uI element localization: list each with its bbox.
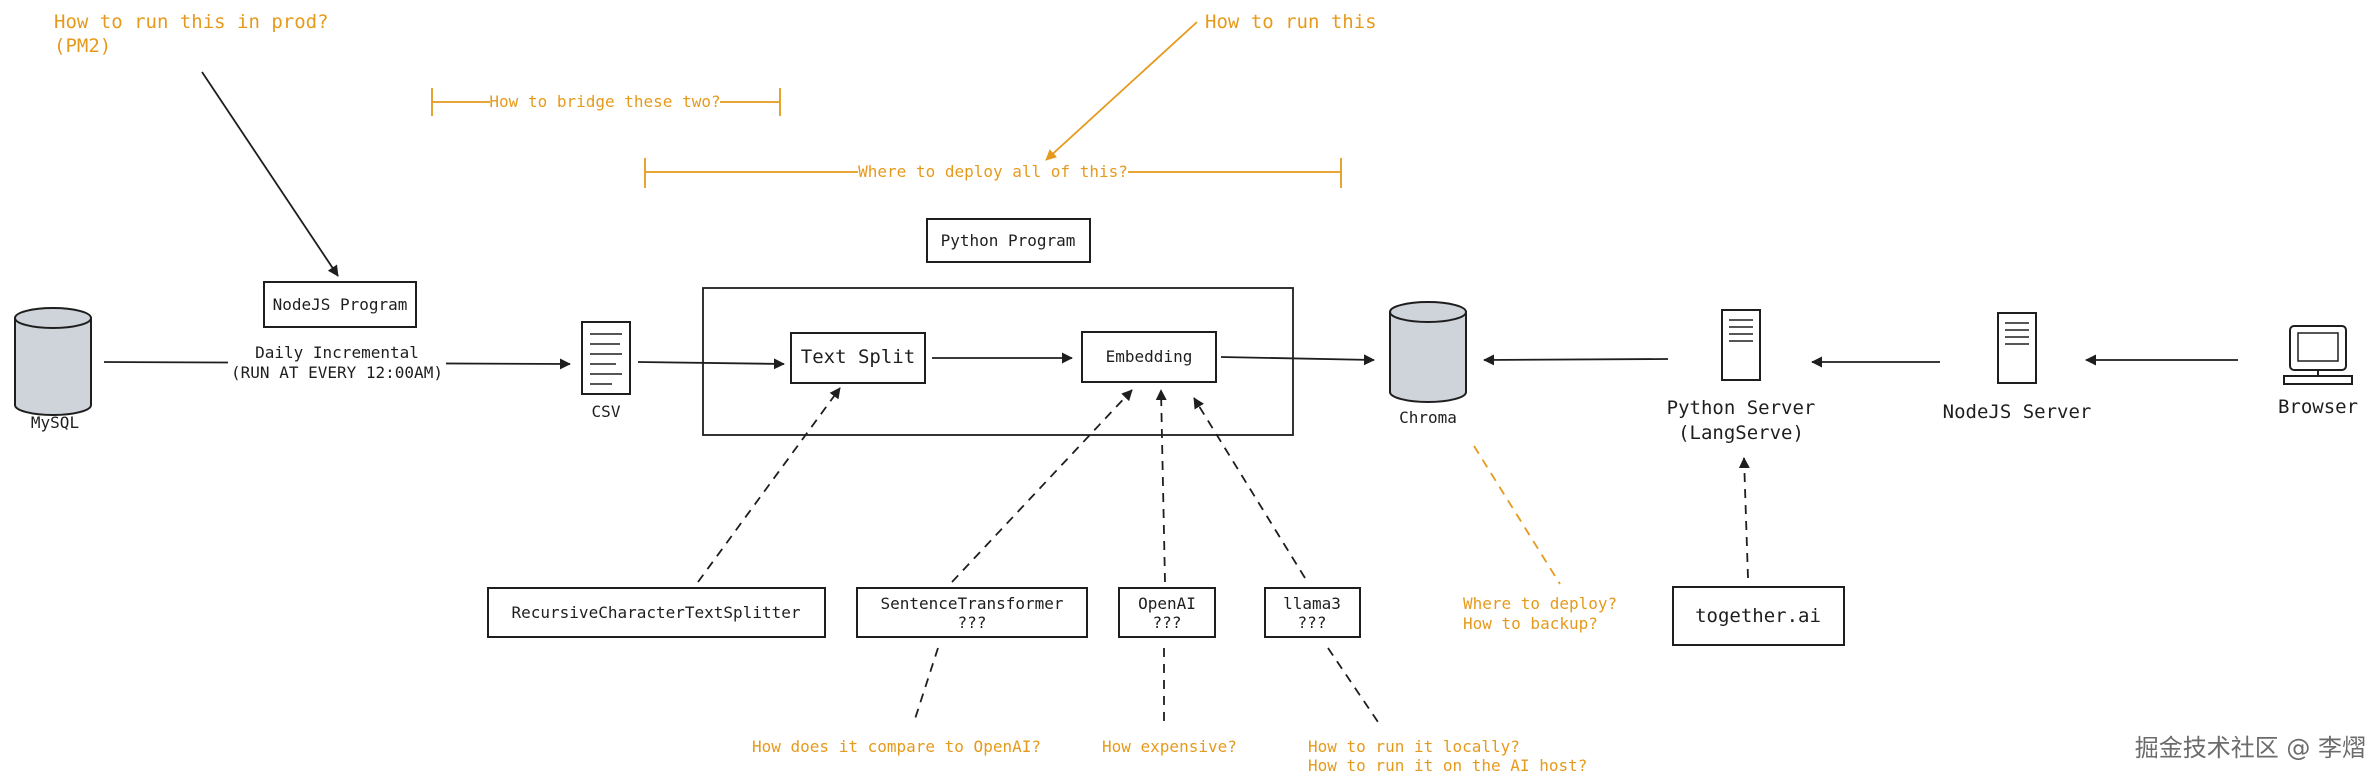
- embedding-label: Embedding: [1106, 347, 1193, 366]
- note-how-expensive: How expensive?: [1102, 737, 1237, 756]
- note-run-in-prod-line2: (PM2): [54, 35, 111, 57]
- python-server-label-line2: (LangServe): [1678, 422, 1804, 444]
- arrow-together-ai-to-python-server: [1738, 457, 1750, 579]
- nodejs-program-label: NodeJS Program: [273, 295, 408, 314]
- chroma-database-icon: [1389, 301, 1467, 403]
- line-compare-note: [913, 647, 939, 723]
- arrow-llama3-to-embedding: [1193, 397, 1306, 579]
- daily-incremental-line2: (RUN AT EVERY 12:00AM): [231, 363, 443, 382]
- arrow-sentence-transformer-to-embedding: [951, 389, 1133, 583]
- arrow-csv-to-text-split: [637, 358, 785, 370]
- note-chroma-deploy-line1: Where to deploy?: [1463, 594, 1617, 613]
- recursive-splitter-box: [487, 587, 826, 638]
- text-split-label: Text Split: [801, 346, 915, 368]
- note-run-locally-line1: How to run it locally?: [1308, 737, 1520, 756]
- sentence-transformer-label-line2: ???: [958, 613, 987, 632]
- arrow-openai-to-embedding: [1155, 389, 1167, 583]
- note-how-to-run-this: How to run this: [1205, 11, 1377, 33]
- llama3-box: [1264, 587, 1361, 638]
- embedding-box: [1081, 331, 1217, 383]
- together-ai-label: together.ai: [1695, 605, 1821, 627]
- line-run-locally-note: [1327, 647, 1379, 723]
- csv-label: CSV: [592, 402, 621, 421]
- nodejs-server-label: NodeJS Server: [1943, 401, 2092, 423]
- llama3-label-line1: llama3: [1283, 594, 1341, 613]
- note-run-locally-line2: How to run it on the AI host?: [1308, 756, 1587, 775]
- sentence-transformer-label-line1: SentenceTransformer: [880, 594, 1063, 613]
- openai-label-line2: ???: [1153, 613, 1182, 632]
- arrow-recursive-to-text-split: [697, 387, 841, 583]
- browser-label: Browser: [2278, 396, 2358, 418]
- openai-box: [1118, 587, 1216, 638]
- arrow-python-server-to-chroma: [1483, 354, 1669, 366]
- openai-label-line1: OpenAI: [1138, 594, 1196, 613]
- sentence-transformer-box: [856, 587, 1088, 638]
- nodejs-server-icon: [1997, 312, 2037, 384]
- python-program-box: [926, 218, 1091, 263]
- mysql-database-icon: [14, 307, 92, 416]
- bracket-bridge-two: [431, 88, 781, 116]
- daily-incremental-bg: [228, 340, 446, 386]
- watermark-text: 掘金技术社区 @ 李熠: [2135, 734, 2366, 762]
- arrow-run-this-note: [1045, 21, 1198, 161]
- python-program-container: [702, 287, 1294, 436]
- arrow-embedding-to-chroma: [1220, 354, 1375, 366]
- python-program-label: Python Program: [941, 231, 1076, 250]
- note-compare-openai: How does it compare to OpenAI?: [752, 737, 1041, 756]
- note-deploy-all: Where to deploy all of this?: [858, 162, 1128, 181]
- daily-incremental-line1: Daily Incremental: [255, 343, 419, 362]
- line-chroma-deploy-note: [1473, 445, 1561, 585]
- arrow-prod-note-to-nodejs: [201, 71, 339, 277]
- python-server-icon: [1721, 309, 1761, 381]
- note-bridge-two: How to bridge these two?: [489, 92, 720, 111]
- csv-document-icon: [581, 321, 631, 395]
- text-split-box: [790, 332, 926, 384]
- recursive-splitter-label: RecursiveCharacterTextSplitter: [512, 603, 801, 622]
- python-server-label-line1: Python Server: [1667, 397, 1816, 419]
- nodejs-program-box: [263, 281, 417, 328]
- chroma-label: Chroma: [1399, 408, 1457, 427]
- note-chroma-deploy-line2: How to backup?: [1463, 614, 1598, 633]
- bracket-deploy-all: [644, 158, 1342, 188]
- together-ai-box: [1672, 586, 1845, 646]
- browser-computer-icon: [2283, 325, 2353, 385]
- mysql-label: MySQL: [31, 413, 79, 432]
- note-run-in-prod-line1: How to run this in prod?: [54, 11, 329, 33]
- llama3-label-line2: ???: [1298, 613, 1327, 632]
